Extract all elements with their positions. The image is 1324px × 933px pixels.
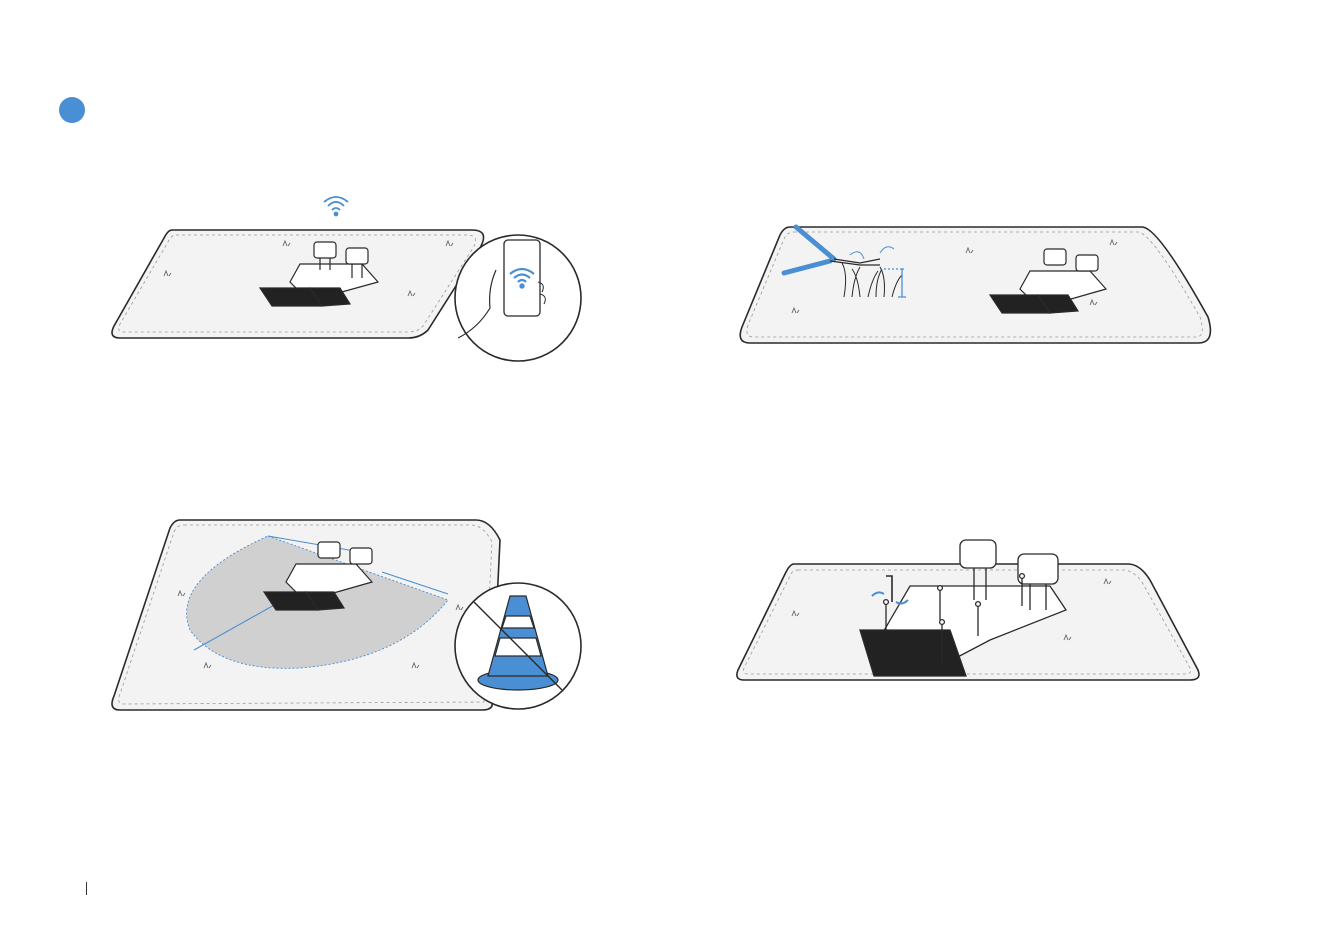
panel-fix-station [730,530,1210,690]
phone-icon [504,240,540,316]
cone-callout [455,583,581,709]
wifi-icon [324,197,348,216]
panel-clear-area [100,510,600,720]
panel-grass-height [730,215,1230,355]
page-number-divider [86,882,87,895]
panel-wifi-coverage [100,190,600,360]
phone-callout [455,235,581,361]
step-marker-icon [59,97,85,123]
lawn-area [740,227,1210,343]
